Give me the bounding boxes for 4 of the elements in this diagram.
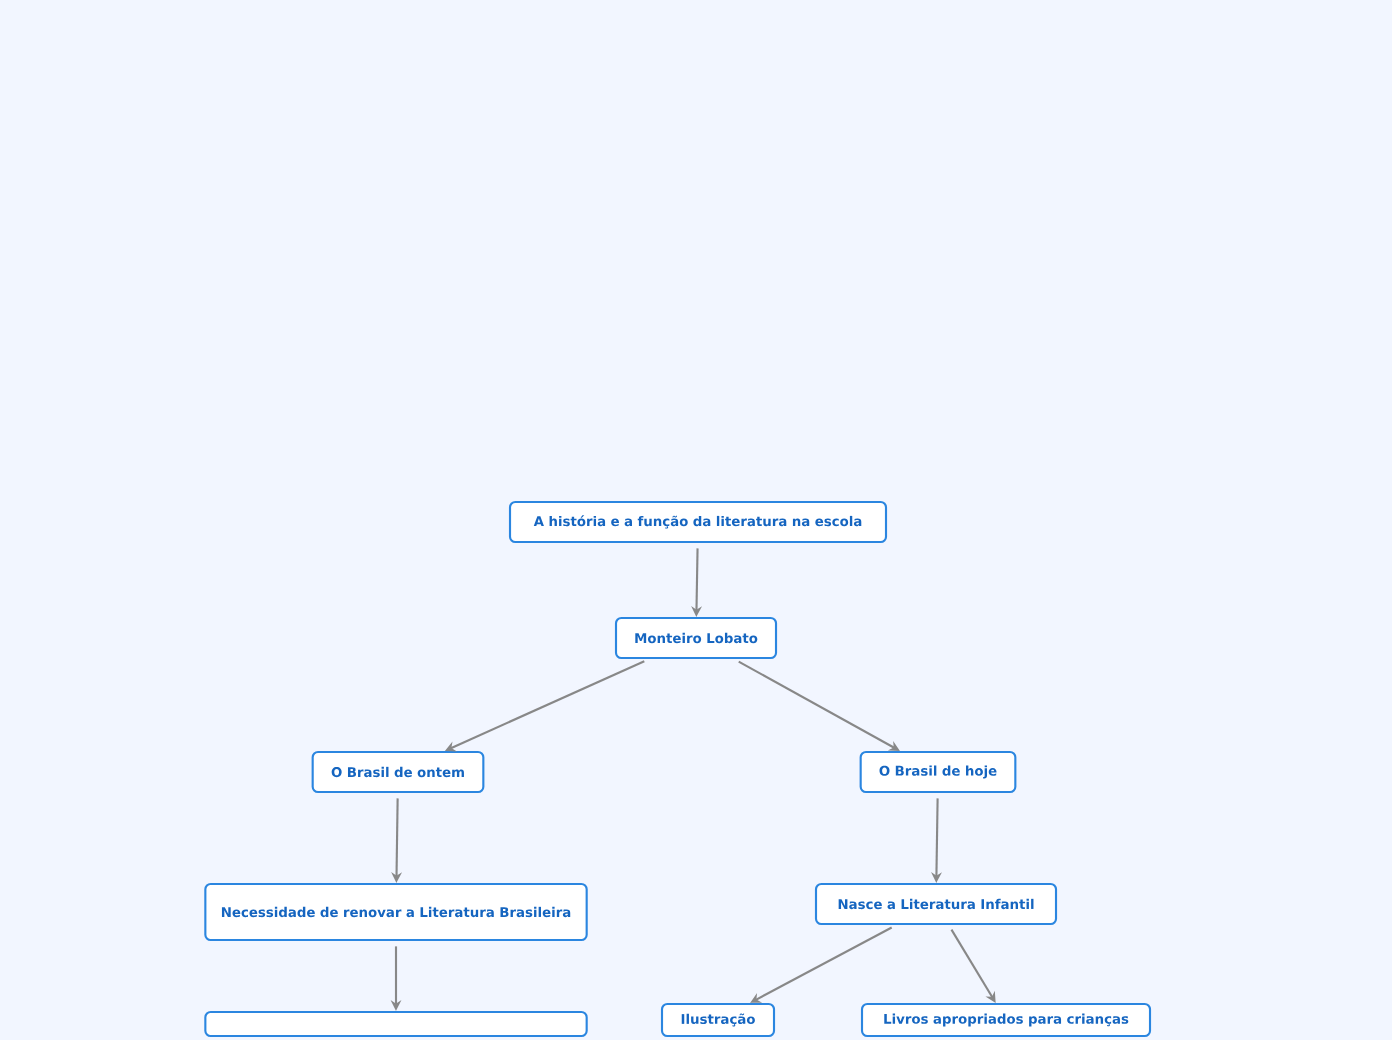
arrow	[738, 660, 900, 751]
arrow	[950, 929, 996, 1003]
empty-box	[204, 1010, 588, 1038]
arrow	[750, 926, 893, 1003]
